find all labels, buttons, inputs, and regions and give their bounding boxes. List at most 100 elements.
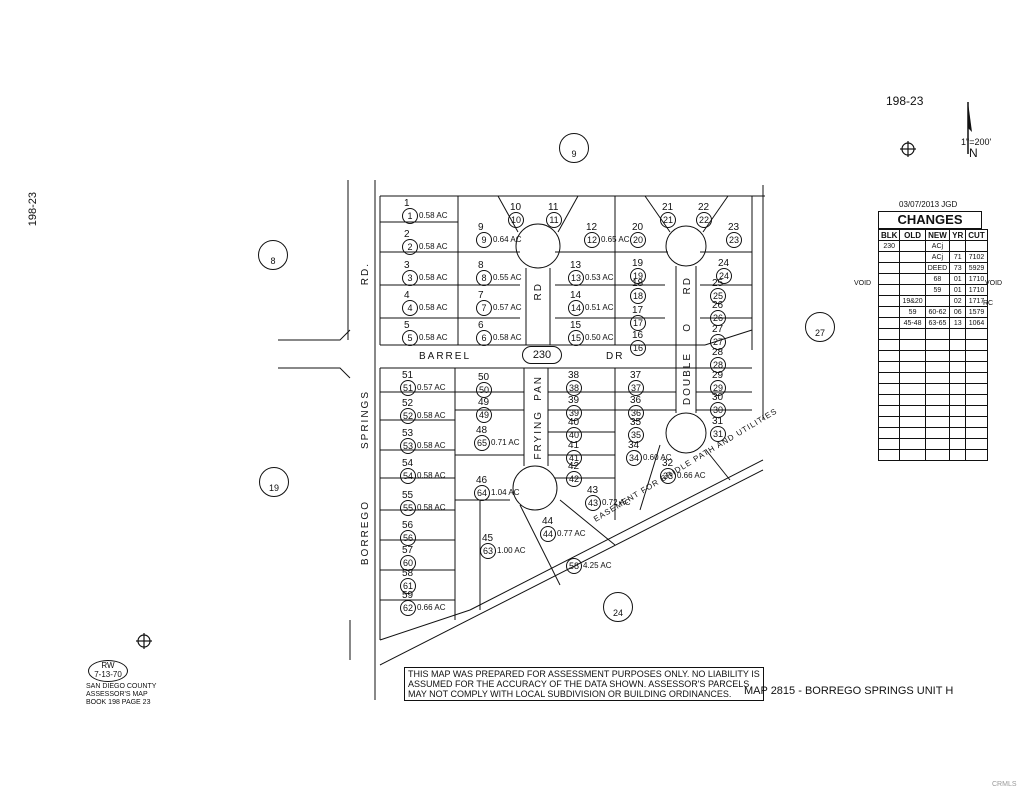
assessor-line-2: ASSESSOR'S MAP <box>86 691 148 698</box>
parcel-circle: 2 <box>402 239 418 255</box>
lot-number: 19 <box>632 258 644 269</box>
lot-number: 23 <box>728 222 740 233</box>
lot-number: 10 <box>510 202 522 213</box>
parcel-circle: 3 <box>402 270 418 286</box>
parcel-circle: 29 <box>710 380 726 396</box>
lot-acreage: 0.51 AC <box>585 303 614 312</box>
void-right: VOID <box>985 280 1003 287</box>
lot-number: 51 <box>402 370 414 381</box>
stamp-date: 7-13-70 <box>94 670 122 679</box>
disclaimer-line-3: MAY NOT COMPLY WITH LOCAL SUBDIVISION OR… <box>408 689 732 699</box>
lot-number: 44 <box>542 516 554 527</box>
lot-acreage: 1.04 AC <box>491 488 520 497</box>
lot-number: 22 <box>698 202 710 213</box>
parcel-circle: 50 <box>476 382 492 398</box>
parcel-circle: 39 <box>566 405 582 421</box>
parcel-circle: 12 <box>584 232 600 248</box>
lot-number: 11 <box>548 202 559 213</box>
lot-acreage: 0.53 AC <box>585 273 614 282</box>
lot-number: 5 <box>404 320 410 331</box>
parcel-circle: 23 <box>726 232 742 248</box>
lot-number: 20 <box>632 222 644 233</box>
road-frying: FRYING <box>533 410 544 460</box>
parcel-circle: 38 <box>566 380 582 396</box>
parcel-circle: 16 <box>630 340 646 356</box>
revision-stamp: RW 7-13-70 <box>88 660 128 682</box>
parcel-circle: 37 <box>628 380 644 396</box>
map-title: MAP 2815 - BORREGO SPRINGS UNIT H <box>744 685 954 697</box>
parcel-circle: 25 <box>710 288 726 304</box>
lot-acreage: 0.71 AC <box>491 438 520 447</box>
parcel-circle: 24 <box>716 268 732 284</box>
lot-acreage: 0.64 AC <box>493 235 522 244</box>
lot-number: 15 <box>570 320 582 331</box>
road-dr: DR <box>606 351 625 362</box>
adjacent-map-27: 27 <box>805 312 835 342</box>
lot-number: 24 <box>718 258 730 269</box>
lot-number: 49 <box>478 397 490 408</box>
lot-number: 9 <box>478 222 484 233</box>
parcel-circle: 30 <box>710 402 726 418</box>
assessor-line-1: SAN DIEGO COUNTY <box>86 683 157 690</box>
lot-acreage: 0.57 AC <box>493 303 522 312</box>
block-number: 230 <box>522 346 562 364</box>
lot-acreage: 0.58 AC <box>417 411 446 420</box>
parcel-circle: 40 <box>566 427 582 443</box>
parcel-circle: 6 <box>476 330 492 346</box>
lot-number: 39 <box>568 395 580 406</box>
lot-number: 52 <box>402 398 414 409</box>
parcel-circle: 34 <box>626 450 642 466</box>
lot-acreage: 0.58 AC <box>419 333 448 342</box>
parcel-circle: 7 <box>476 300 492 316</box>
lot-number: 48 <box>476 425 488 436</box>
parcel-circle: 53 <box>400 438 416 454</box>
scale-label: 1"=200' <box>961 137 992 147</box>
lot-number: 36 <box>630 395 642 406</box>
lot-acreage: 4.25 AC <box>583 561 612 570</box>
parcel-circle: 4 <box>402 300 418 316</box>
lot-number: 35 <box>630 417 642 428</box>
parcel-circle: 35 <box>628 427 644 443</box>
parcel-circle: 33 <box>660 468 676 484</box>
disclaimer-line-1: THIS MAP WAS PREPARED FOR ASSESSMENT PUR… <box>408 669 760 679</box>
parcel-circle: 19 <box>630 268 646 284</box>
parcel-circle: 8 <box>476 270 492 286</box>
parcel-circle: 41 <box>566 450 582 466</box>
changes-date: 03/07/2013 JGD <box>899 200 958 209</box>
lot-number: 29 <box>712 370 724 381</box>
lot-number: 34 <box>628 440 640 451</box>
lot-acreage: 0.58 AC <box>417 471 446 480</box>
lot-number: 17 <box>632 305 644 316</box>
road-pan: PAN <box>533 375 544 401</box>
lot-number: 58 <box>402 568 414 579</box>
void-left: VOID <box>854 280 872 287</box>
parcel-circle: 14 <box>568 300 584 316</box>
road-rd-left: RD. <box>360 262 371 286</box>
parcel-circle: 28 <box>710 357 726 373</box>
stamp-initials: RW <box>101 661 115 670</box>
parcel-circle: 62 <box>400 600 416 616</box>
lot-number: 21 <box>662 202 674 213</box>
lot-number: 7 <box>478 290 484 301</box>
parcel-circle: 54 <box>400 468 416 484</box>
lot-number: 3 <box>404 260 410 271</box>
parcel-circle: 60 <box>400 555 416 571</box>
lot-number: 37 <box>630 370 642 381</box>
road-rd-mid: RD <box>533 282 544 301</box>
lot-acreage: 0.58 AC <box>493 333 522 342</box>
lot-number: 56 <box>402 520 414 531</box>
parcel-circle: 51 <box>400 380 416 396</box>
parcel-circle: 1 <box>402 208 418 224</box>
lot-number: 26 <box>712 300 724 311</box>
lot-number: 16 <box>632 330 644 341</box>
lot-acreage: 0.58 AC <box>419 211 448 220</box>
road-o: O <box>682 322 693 332</box>
lot-acreage: 0.65 AC <box>601 235 630 244</box>
parcel-circle: 31 <box>710 426 726 442</box>
parcel-circle: 27 <box>710 334 726 350</box>
lot-number: 41 <box>568 440 580 451</box>
